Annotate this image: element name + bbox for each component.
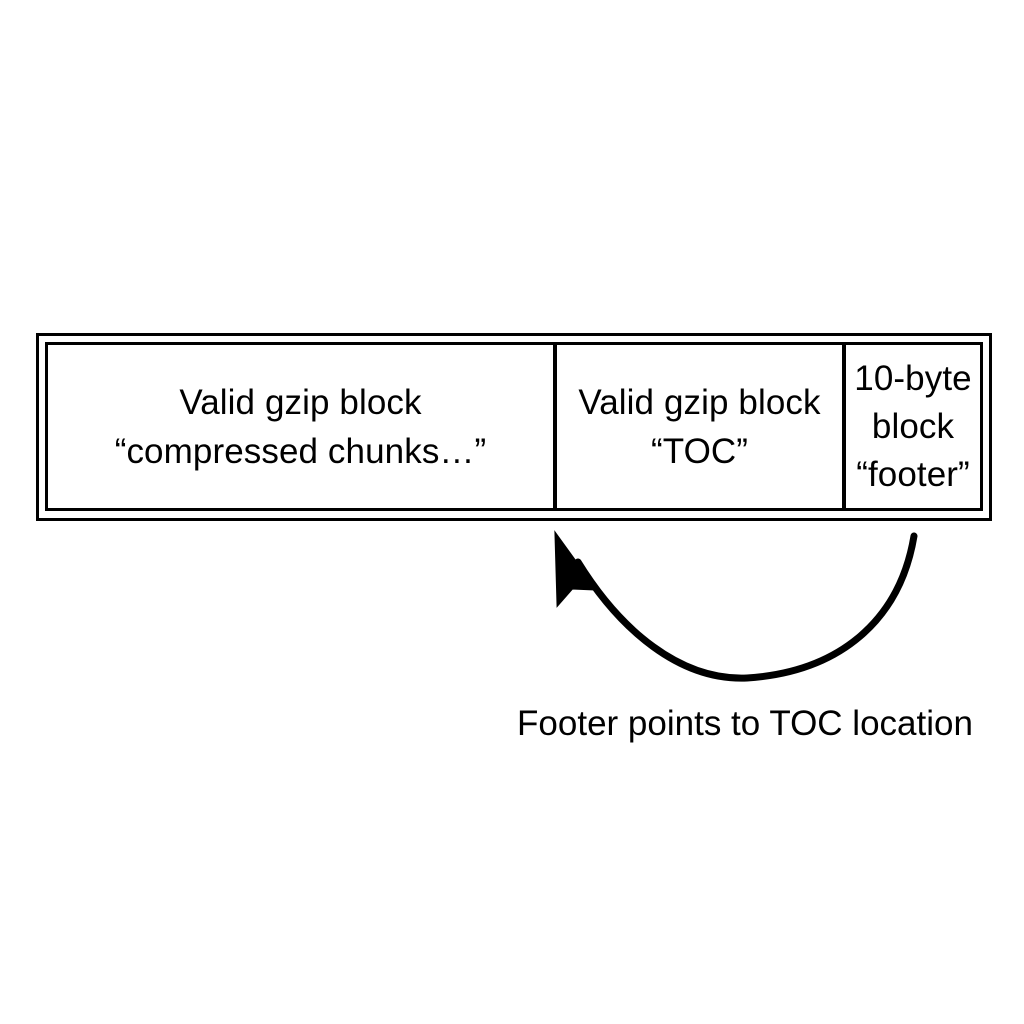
arrow-caption: Footer points to TOC location bbox=[517, 704, 973, 743]
gzip-file-frame-inner bbox=[45, 342, 983, 511]
segment-footer-line-1: 10-byte bbox=[854, 358, 972, 398]
segment-toc-line-2: “TOC” bbox=[650, 431, 749, 471]
segment-toc: Valid gzip block “TOC” bbox=[557, 345, 842, 508]
segment-footer: 10-byte block “footer” bbox=[846, 345, 980, 508]
segment-footer-line-2: block bbox=[871, 406, 955, 446]
arrow-head-icon bbox=[554, 530, 599, 608]
segment-divider-chunks-toc bbox=[553, 342, 557, 511]
segment-divider-toc-footer bbox=[842, 342, 846, 511]
segment-compressed-chunks-line-2: “compressed chunks…” bbox=[114, 431, 487, 471]
segment-toc-line-1: Valid gzip block bbox=[578, 382, 821, 422]
segment-footer-line-3: “footer” bbox=[856, 454, 970, 494]
segment-compressed-chunks: Valid gzip block “compressed chunks…” bbox=[48, 345, 553, 508]
arrow-curve bbox=[574, 532, 918, 682]
segment-compressed-chunks-line-1: Valid gzip block bbox=[179, 382, 422, 422]
